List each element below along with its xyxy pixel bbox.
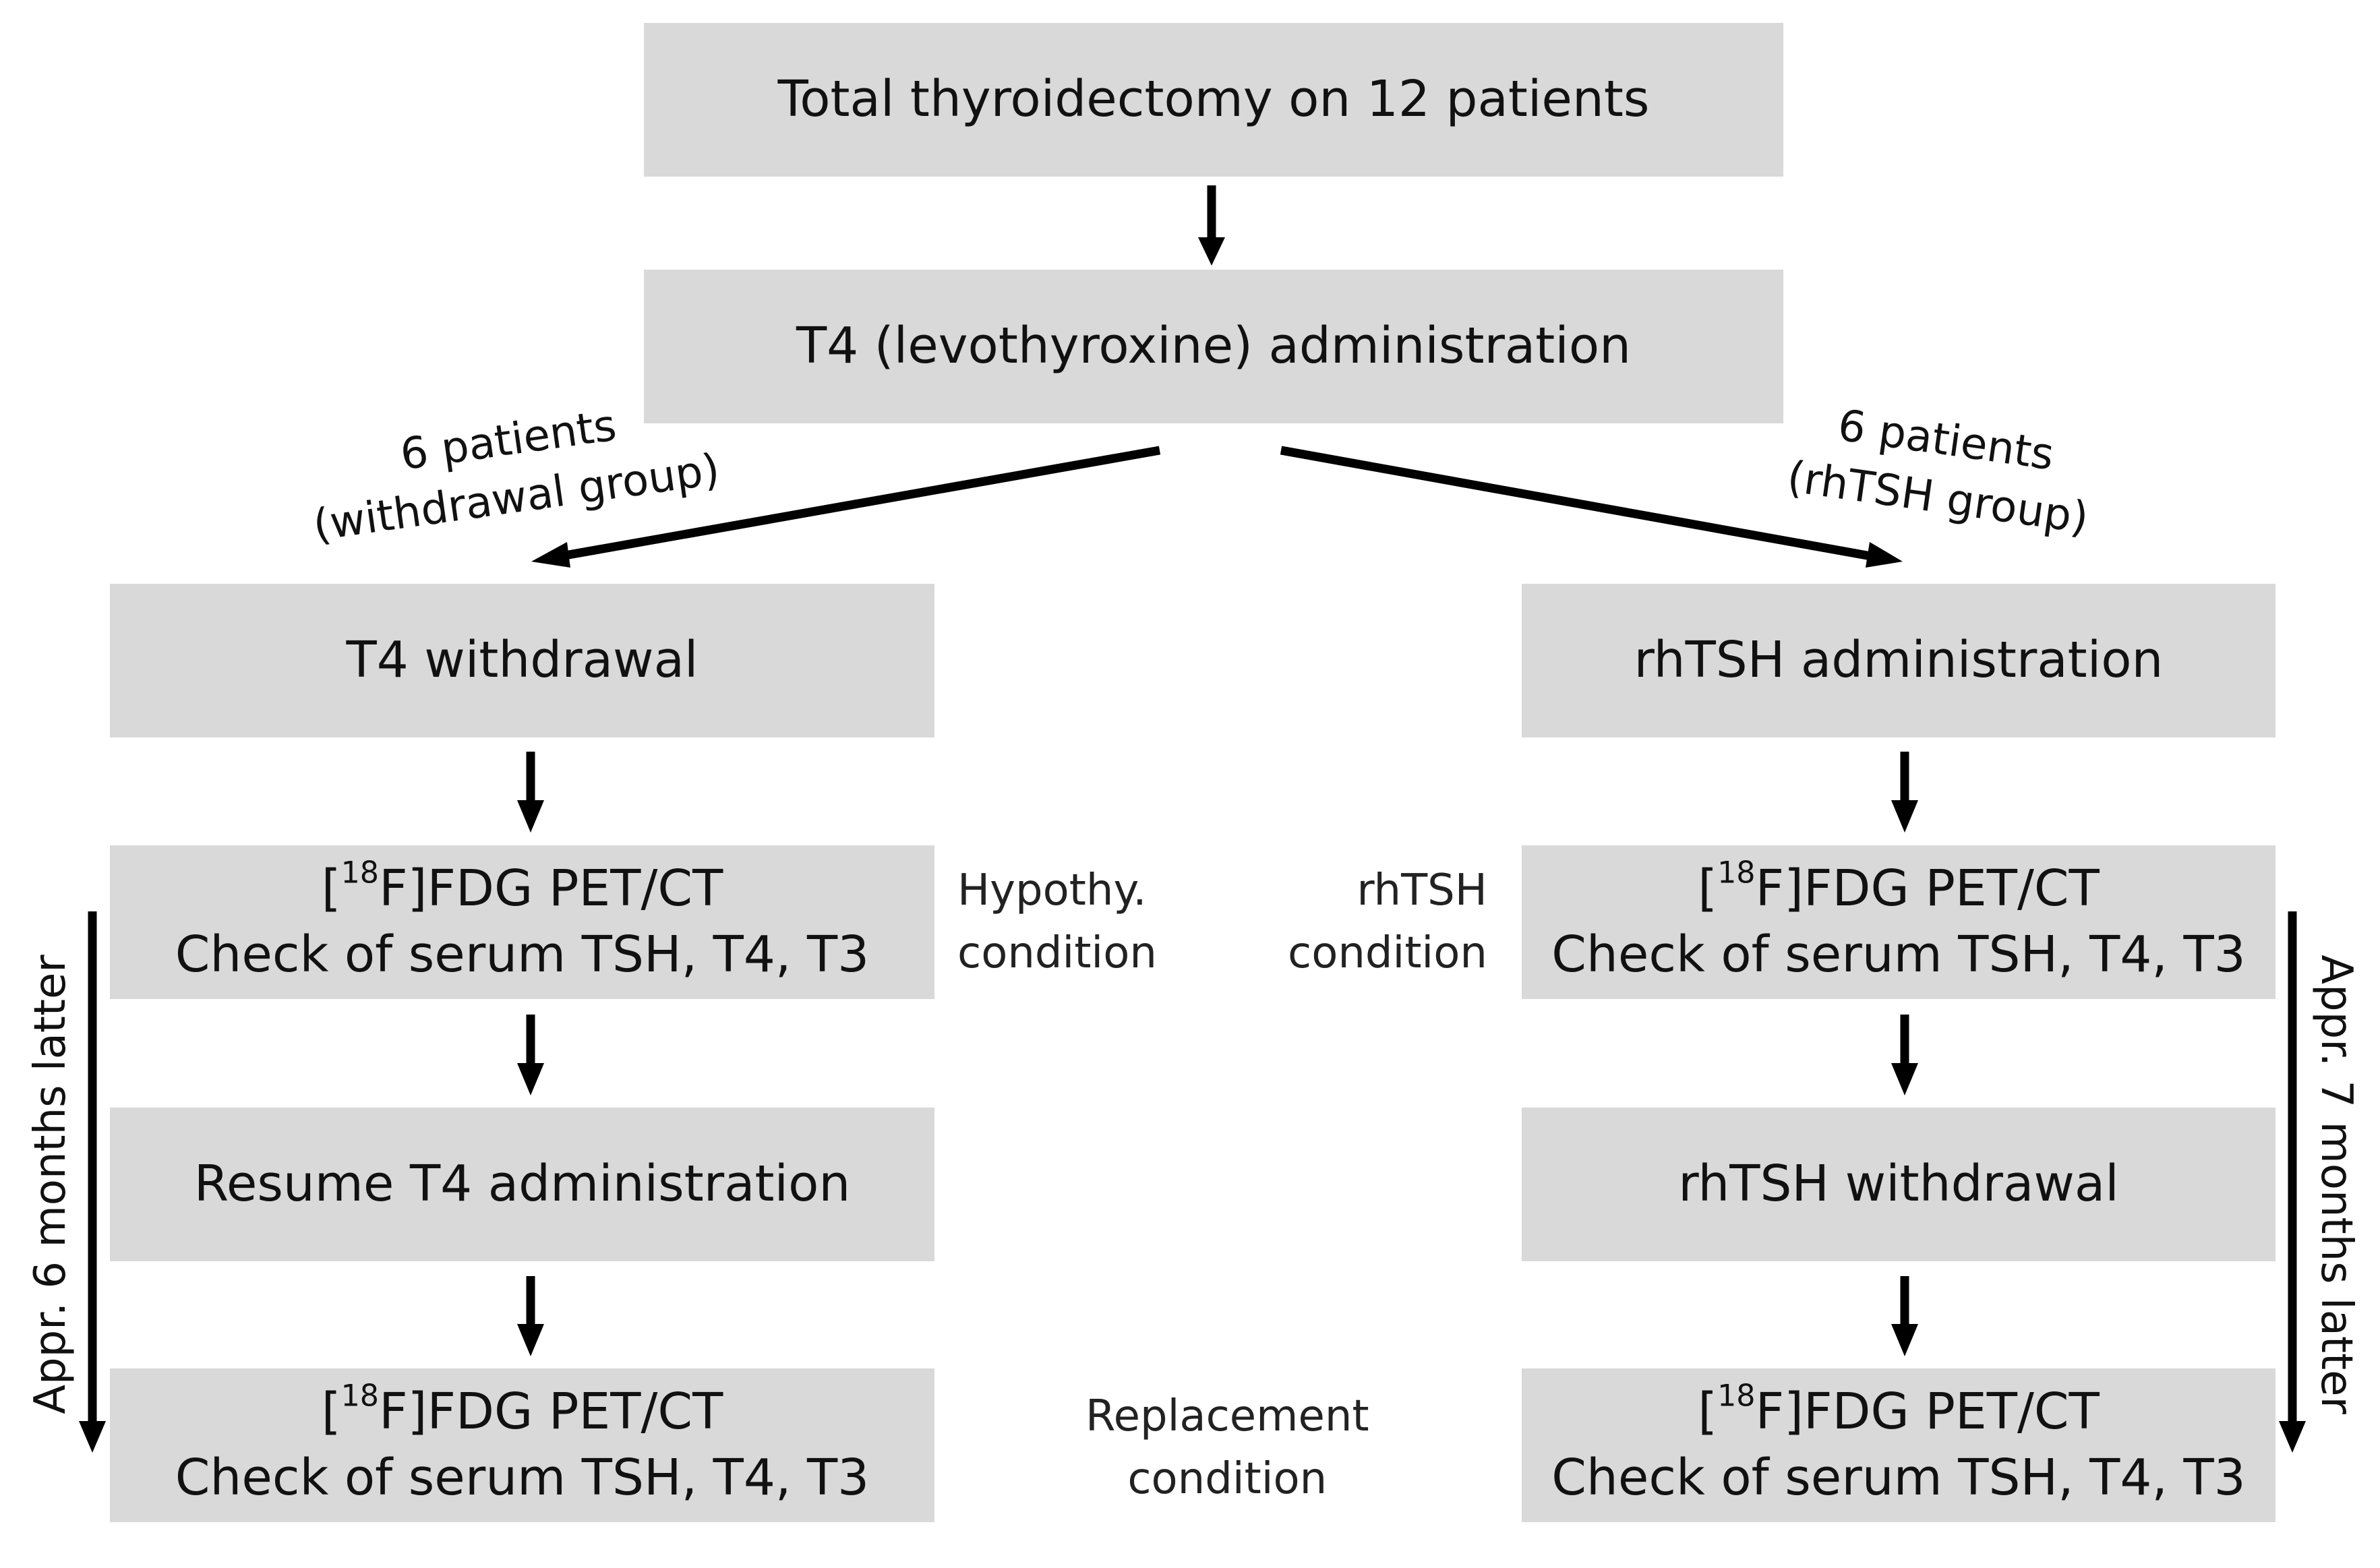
replacement-line1: Replacement	[1085, 1391, 1369, 1441]
replacement-condition-label: Replacement condition	[1085, 1385, 1369, 1511]
pet-ct-text: F]FDG PET/CT	[379, 860, 723, 918]
box-right-pet-ct-2: [18F]FDG PET/CT Check of serum TSH, T4, …	[1522, 1368, 2275, 1522]
box-rhtsh-administration: rhTSH administration	[1522, 584, 2275, 737]
rhtsh-cond-line2: condition	[1288, 928, 1487, 978]
arrowhead-right-3	[1891, 1324, 1918, 1356]
box-rhtsh-withdrawal-label: rhTSH withdrawal	[1678, 1155, 2119, 1213]
bracket-open: [	[1698, 860, 1718, 918]
isotope-superscript: 18	[1717, 1379, 1756, 1414]
box-t4-withdrawal-label: T4 withdrawal	[346, 631, 698, 690]
box-resume-t4: Resume T4 administration	[110, 1108, 934, 1261]
bracket-open: [	[321, 1383, 341, 1441]
box-t4-administration: T4 (levothyroxine) administration	[644, 270, 1783, 423]
pet-ct-title: [18F]FDG PET/CT	[322, 856, 723, 922]
arrowhead-timeline-left	[79, 1421, 106, 1453]
box-left-pet-ct-1: [18F]FDG PET/CT Check of serum TSH, T4, …	[110, 845, 934, 999]
serum-check-text: Check of serum TSH, T4, T3	[1551, 926, 2246, 984]
pet-ct-text: F]FDG PET/CT	[1755, 1383, 2100, 1441]
replacement-line2: condition	[1127, 1453, 1328, 1504]
box-rhtsh-administration-label: rhTSH administration	[1634, 631, 2164, 690]
hypothy-line2: condition	[957, 928, 1157, 978]
serum-check-text: Check of serum TSH, T4, T3	[175, 1449, 870, 1507]
rhtsh-condition-label: rhTSH condition	[1288, 860, 1487, 985]
box-rhtsh-withdrawal: rhTSH withdrawal	[1522, 1108, 2275, 1261]
serum-check-text: Check of serum TSH, T4, T3	[175, 926, 870, 984]
serum-check-text: Check of serum TSH, T4, T3	[1551, 1449, 2246, 1507]
rhtsh-cond-line1: rhTSH	[1357, 866, 1487, 915]
pet-ct-text: F]FDG PET/CT	[1755, 860, 2100, 918]
arrowhead-timeline-right	[2279, 1421, 2306, 1453]
isotope-superscript: 18	[340, 1379, 380, 1414]
arrowhead-top-to-t4	[1198, 237, 1225, 266]
box-resume-t4-label: Resume T4 administration	[194, 1155, 851, 1213]
arrowhead-left-1	[517, 800, 544, 833]
pet-ct-title: [18F]FDG PET/CT	[1698, 856, 2100, 922]
box-t4-withdrawal: T4 withdrawal	[110, 584, 934, 737]
branch-label-withdrawal-group: 6 patients (withdrawal group)	[291, 382, 734, 557]
box-left-pet-ct-2: [18F]FDG PET/CT Check of serum TSH, T4, …	[110, 1368, 934, 1522]
bracket-open: [	[1698, 1383, 1718, 1441]
pet-ct-title: [18F]FDG PET/CT	[322, 1379, 723, 1445]
timeline-label-left: Appr. 6 months latter	[26, 955, 76, 1414]
arrowhead-left-3	[517, 1324, 544, 1356]
arrowhead-right-1	[1891, 800, 1918, 833]
branch-label-rhtsh-group: 6 patients (rhTSH group)	[1740, 384, 2143, 554]
bracket-open: [	[321, 860, 341, 918]
box-t4-administration-label: T4 (levothyroxine) administration	[796, 317, 1632, 375]
isotope-superscript: 18	[1717, 856, 1756, 891]
pet-ct-title: [18F]FDG PET/CT	[1698, 1379, 2100, 1445]
isotope-superscript: 18	[340, 856, 380, 891]
pet-ct-text: F]FDG PET/CT	[379, 1383, 723, 1441]
arrowhead-right-2	[1891, 1063, 1918, 1095]
arrowhead-left-2	[517, 1063, 544, 1095]
hypothyroid-condition-label: Hypothy. condition	[957, 860, 1157, 985]
hypothy-line1: Hypothy.	[957, 866, 1147, 915]
box-total-thyroidectomy-label: Total thyroidectomy on 12 patients	[777, 70, 1650, 129]
timeline-label-right: Appr. 7 months latter	[2311, 955, 2361, 1414]
box-right-pet-ct-1: [18F]FDG PET/CT Check of serum TSH, T4, …	[1522, 845, 2275, 999]
box-total-thyroidectomy: Total thyroidectomy on 12 patients	[644, 23, 1783, 177]
arrowhead-left-branch	[531, 542, 570, 568]
arrowhead-right-branch	[1866, 542, 1903, 568]
